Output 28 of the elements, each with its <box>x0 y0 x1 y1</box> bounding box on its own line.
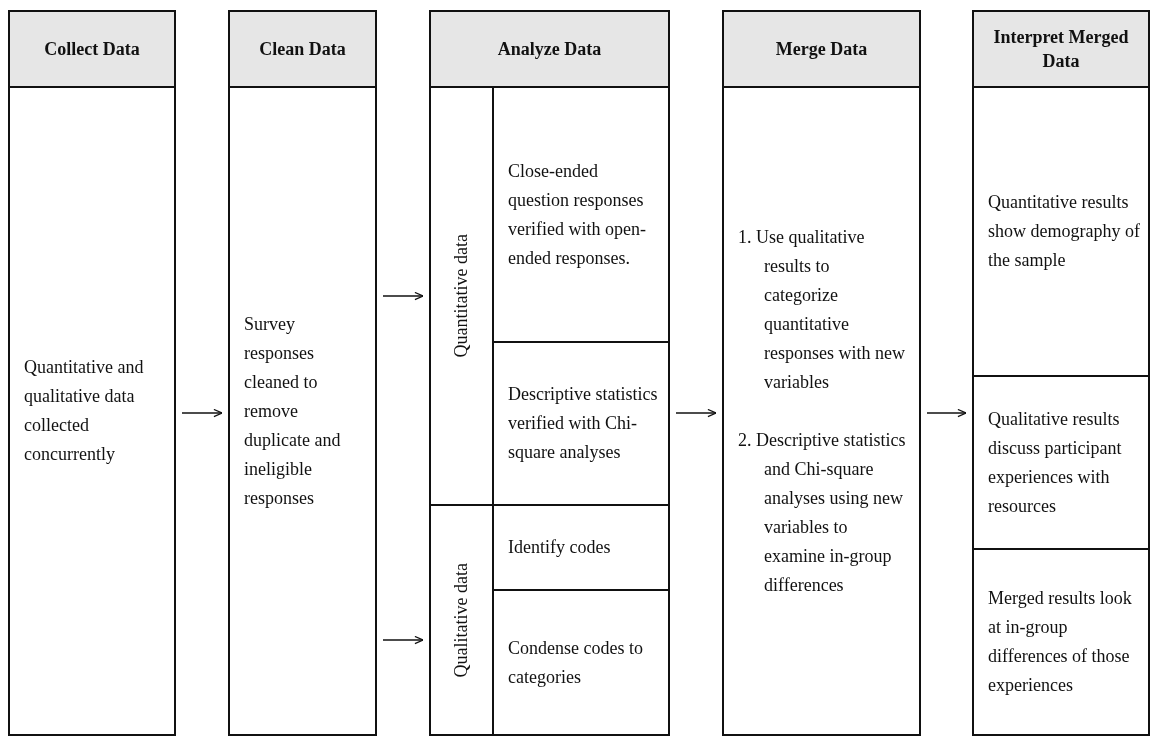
column-header: Analyze Data <box>431 12 668 88</box>
row-label: Quantitative data <box>450 234 472 358</box>
process-column <box>972 10 1150 736</box>
step-description: Quantitative and qualitative data collected concurrently <box>24 356 145 466</box>
list-item: 1. Use qualitative results to categorize quantitative responses with new variables <box>738 225 906 394</box>
arrow <box>181 408 223 418</box>
cell-text: Condense codes to categories <box>508 636 644 689</box>
cell-text: Close-ended question responses verified with open-ended responses. <box>508 159 647 270</box>
process-column <box>722 10 921 736</box>
cell-text: Quantitative results show demography of the sample <box>988 191 1140 272</box>
step-description: Survey responses cleaned to remove duplicate and ineligible responses <box>244 312 342 510</box>
process-column <box>228 10 377 736</box>
cell-text: Identify codes <box>508 536 612 559</box>
process-column <box>8 10 176 736</box>
column-header: Merge Data <box>724 12 919 88</box>
cell-text: Descriptive statistics verified with Chi-square analyses <box>508 383 659 464</box>
column-header: Interpret Merged Data <box>974 12 1148 88</box>
row-label: Qualitative data <box>450 562 472 678</box>
cell-text: Qualitative results discuss participant experiences with resources <box>988 407 1123 518</box>
arrow <box>382 291 424 301</box>
arrow <box>675 408 717 418</box>
list-item: 2. Descriptive statistics and Chi-square analyses using new variables to examine in-group differences <box>738 428 907 597</box>
arrow <box>926 408 967 418</box>
column-header: Collect Data <box>10 12 174 88</box>
process-column <box>429 10 670 736</box>
column-header: Clean Data <box>230 12 375 88</box>
cell-text: Merged results look at in-group differences of those experiences <box>988 587 1133 697</box>
arrow <box>382 635 424 645</box>
